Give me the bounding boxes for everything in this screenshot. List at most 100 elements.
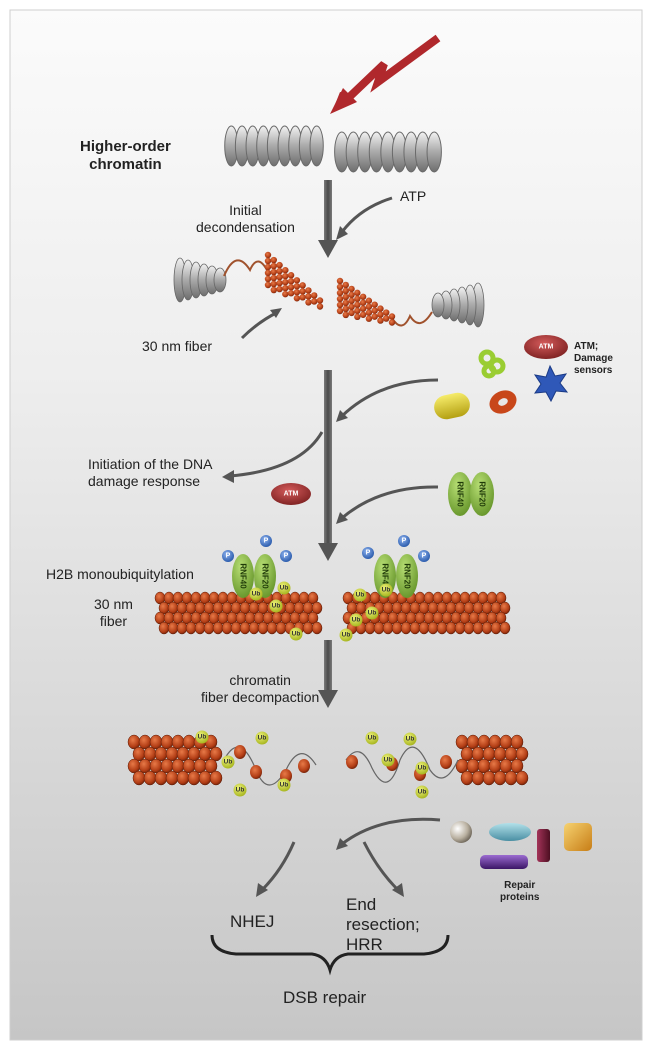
- higher-order-chromatin-label: Higher-order chromatin: [80, 138, 171, 173]
- purple-protein-icon: [480, 855, 528, 869]
- nucleosome: [359, 299, 367, 306]
- ubiquitin-badge: [365, 731, 379, 745]
- nucleosome: [221, 621, 233, 635]
- nucleosome: [371, 307, 378, 314]
- phosphate-badge: [418, 550, 430, 562]
- nucleosome: [185, 621, 197, 635]
- nucleosome: [445, 621, 457, 635]
- rnf20-label: RNF20: [261, 563, 270, 589]
- fiber-30nm-mid-label: 30 nm fiber: [94, 596, 133, 629]
- nucleosome: [348, 291, 355, 299]
- ubiquitin-badge: [349, 613, 363, 627]
- end-resection-label: End resection; HRR: [346, 895, 420, 954]
- nucleosome: [342, 281, 349, 289]
- chromatin-coil-turn: [426, 131, 442, 173]
- atm-sensor: [524, 335, 568, 359]
- nucleosome: [270, 274, 277, 282]
- ubiquitin-badge: [221, 755, 235, 769]
- dsb-repair-label: DSB repair: [283, 988, 367, 1007]
- nucleosome: [293, 277, 301, 284]
- atm-sensor-label: ATM: [539, 344, 554, 351]
- dsb-repair-brace: [210, 934, 450, 976]
- nucleosome: [270, 262, 277, 270]
- ubiquitin-label: Ub: [382, 587, 391, 594]
- ubiquitin-label: Ub: [280, 585, 289, 592]
- nucleosome: [248, 621, 260, 635]
- nucleosome: [359, 311, 367, 318]
- nucleosome: [187, 770, 201, 786]
- nucleosome: [515, 746, 529, 762]
- nucleosome: [165, 770, 179, 786]
- nucleosome: [336, 283, 344, 291]
- side-arrows: [229, 196, 441, 892]
- ubiquitin-label: Ub: [272, 603, 281, 610]
- rnf20-label: RNF20: [403, 563, 412, 589]
- ubiquitin-label: Ub: [418, 765, 427, 772]
- nucleosome: [167, 621, 179, 635]
- nucleosome: [287, 272, 295, 279]
- nucleosome: [342, 311, 349, 319]
- nucleosome: [371, 301, 378, 308]
- ubiquitin-badge: [365, 606, 379, 620]
- main-flow-arrows: [318, 180, 338, 708]
- ubiquitin-label: Ub: [418, 789, 427, 796]
- coil-cone-turn: [213, 267, 227, 293]
- orange-ring-protein-icon: [489, 390, 517, 414]
- nucleosome: [373, 621, 385, 635]
- repair-proteins-label: Repair proteins: [500, 880, 540, 903]
- nucleosome: [203, 621, 215, 635]
- ubiquitin-label: Ub: [384, 757, 393, 764]
- ubiquitin-label: Ub: [406, 736, 415, 743]
- nucleosome: [377, 317, 384, 324]
- nucleosome: [158, 621, 170, 635]
- nucleosome: [409, 621, 421, 635]
- ubiquitin-badge: [249, 587, 263, 601]
- nucleosome: [336, 289, 344, 297]
- nucleosome: [342, 305, 349, 313]
- nucleosome: [198, 770, 212, 786]
- rnf40-label: RNF40: [381, 563, 390, 589]
- rnf40-mid-label: RNF40: [456, 481, 465, 507]
- nucleosome: [239, 621, 251, 635]
- nucleosome: [264, 257, 272, 265]
- ubiquitin-label: Ub: [352, 617, 361, 624]
- phosphate-badge: [398, 535, 410, 547]
- nucleosome: [305, 287, 312, 294]
- nucleosome: [346, 755, 358, 769]
- nucleosome: [264, 251, 272, 259]
- nucleosome: [365, 309, 373, 316]
- nucleosome: [143, 770, 157, 786]
- nucleosome: [257, 621, 269, 635]
- nucleosome: [377, 311, 384, 318]
- nucleosome: [264, 269, 272, 277]
- nucleosome: [354, 295, 361, 303]
- nucleosome: [234, 745, 246, 759]
- ubiquitin-badge: [277, 581, 291, 595]
- rnf20-protein: [254, 554, 276, 598]
- ubiquitin-label: Ub: [292, 631, 301, 638]
- higher-order-chromatin-right: [334, 131, 442, 173]
- atm-mid-label: ATM: [284, 491, 299, 498]
- nucleosome: [460, 770, 474, 786]
- nucleosome: [299, 294, 306, 301]
- rnf40-label: RNF40: [239, 563, 248, 589]
- nucleosome: [287, 278, 295, 285]
- ubiquitin-label: Ub: [342, 632, 351, 639]
- higher-order-chromatin-left: [224, 125, 324, 167]
- ubiquitin-label: Ub: [224, 759, 233, 766]
- nucleosome: [336, 295, 344, 303]
- rnf20-mid-label: RNF20: [478, 481, 487, 507]
- chromatin-decompaction-label: chromatin fiber decompaction: [201, 672, 320, 705]
- ubiquitin-badge: [195, 730, 209, 744]
- nucleosome: [264, 263, 272, 271]
- nucleosome: [510, 758, 524, 774]
- nucleosome: [276, 279, 283, 287]
- ubiquitin-badge: [415, 761, 429, 775]
- ubiquitin-badge: [379, 583, 393, 597]
- nucleosome: [264, 275, 272, 283]
- nucleosome: [282, 290, 289, 298]
- nucleosome: [383, 309, 390, 316]
- atm-damage-sensors-label: ATM; Damage sensors: [574, 341, 613, 376]
